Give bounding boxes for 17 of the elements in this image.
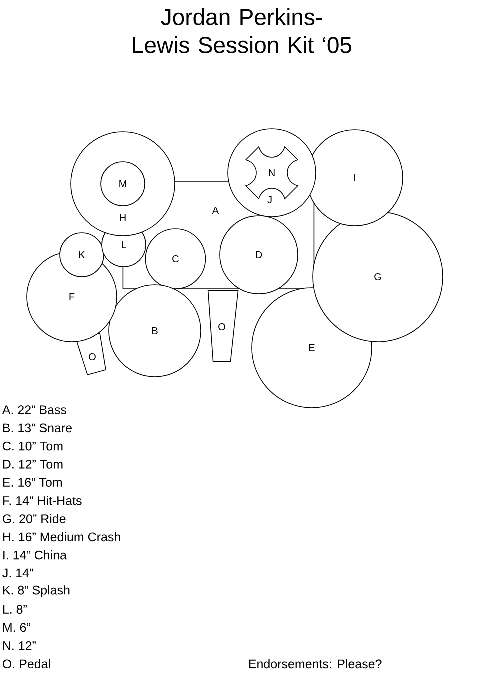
key-item: E. 16” Tom bbox=[3, 478, 62, 487]
key-item: A. 22” Bass bbox=[2, 406, 67, 414]
key-item: O. Pedal bbox=[3, 659, 50, 669]
key-item: B. 13” Snare bbox=[3, 424, 72, 433]
key-item: F. 14” Hit-Hats bbox=[3, 496, 82, 506]
note-text: Endorsements: Please? bbox=[249, 659, 382, 669]
key-item: H. 16” Medium Crash bbox=[3, 532, 120, 542]
key-item: K. 8” Splash bbox=[3, 586, 70, 598]
key-item: I. 14” China bbox=[4, 550, 67, 560]
key-item: C. 10” Tom bbox=[3, 442, 63, 451]
key-item: D. 12” Tom bbox=[3, 460, 63, 469]
key-item: G. 20” Ride bbox=[3, 514, 66, 524]
title: Jordan Perkins-Lewis Session Kit ‘05 bbox=[133, 8, 352, 54]
key-item: N. 12” bbox=[3, 641, 36, 650]
key-item: M. 6” bbox=[3, 623, 30, 632]
key-item: L. 8” bbox=[3, 605, 27, 614]
key-item: J. 14” bbox=[2, 568, 34, 578]
